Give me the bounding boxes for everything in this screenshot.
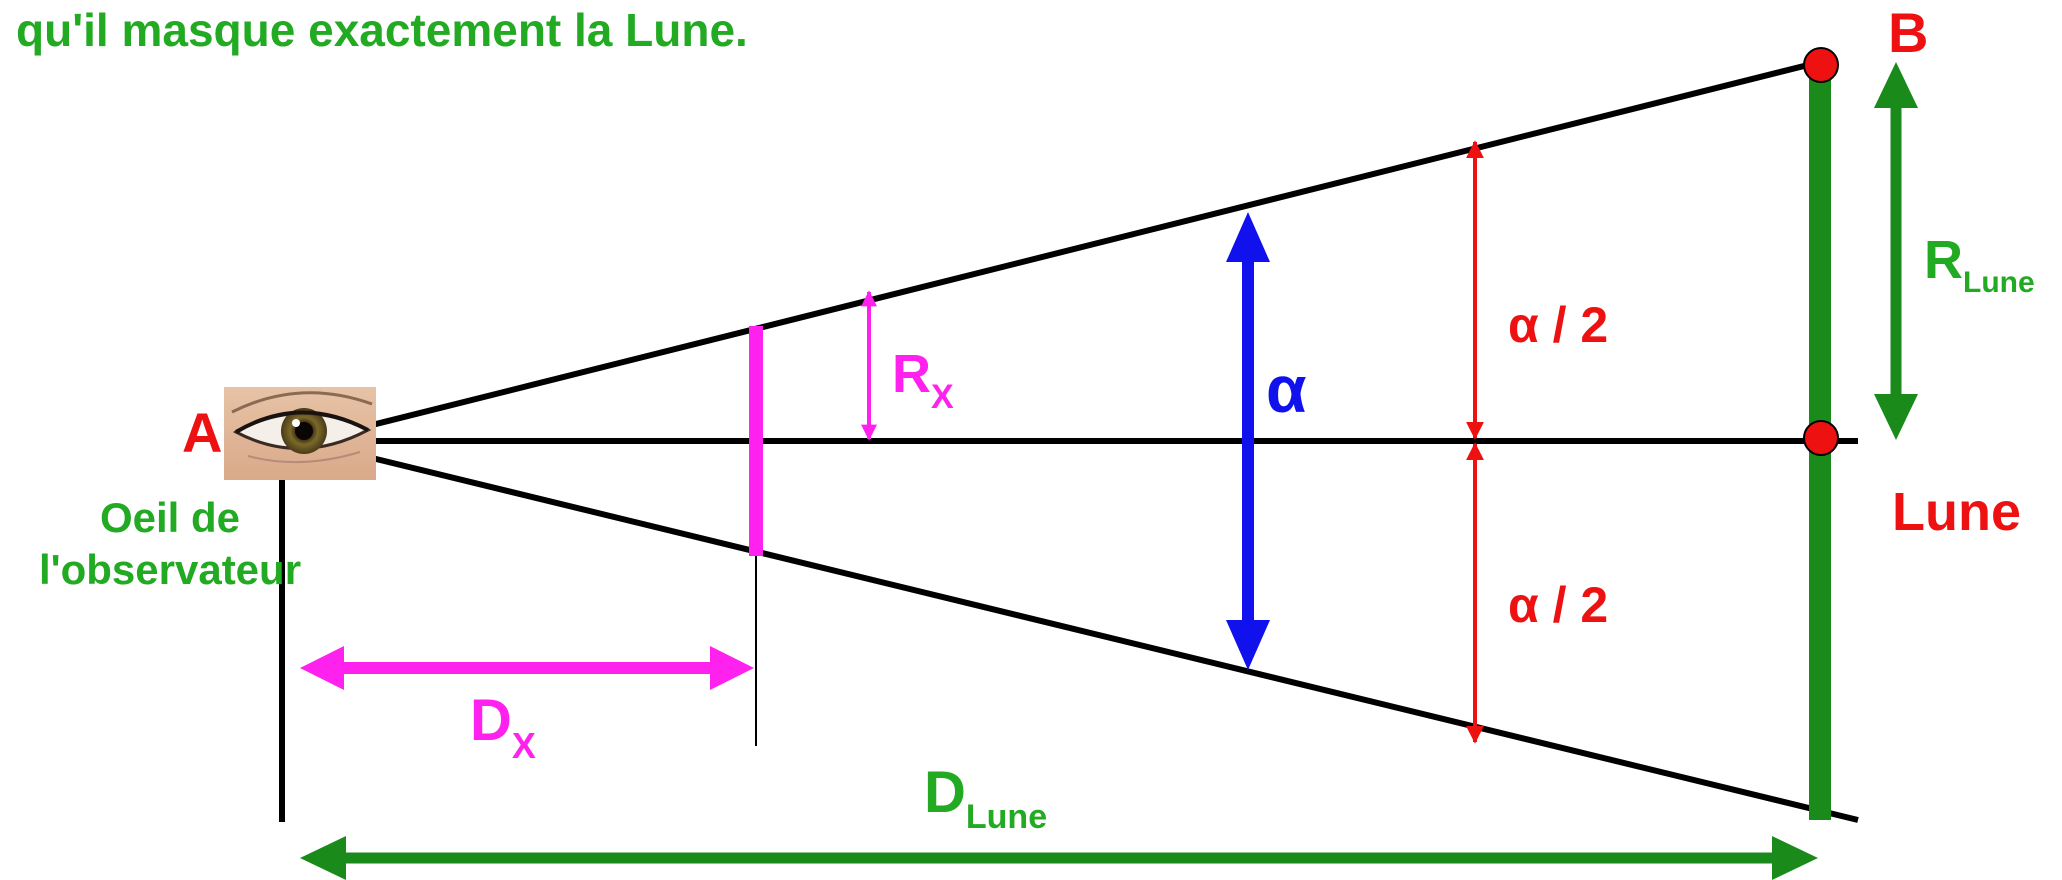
moon-center-marker bbox=[1803, 420, 1839, 456]
eye-icon bbox=[224, 387, 376, 480]
alpha-label: α bbox=[1266, 352, 1307, 426]
r-lune-label: RLune bbox=[1924, 230, 2035, 299]
point-b-marker bbox=[1803, 47, 1839, 83]
half-angle-top-label: α / 2 bbox=[1508, 297, 1608, 353]
cone-lower-line bbox=[371, 455, 1859, 823]
r-lune-arrowhead-bottom bbox=[1874, 394, 1918, 440]
observer-label-line1: Oeil de bbox=[100, 494, 240, 541]
d-x-arrowhead-right bbox=[710, 646, 754, 690]
alpha-arrowhead-top bbox=[1226, 212, 1270, 262]
point-a-label: A bbox=[182, 401, 222, 464]
moon-label: Lune bbox=[1892, 482, 2021, 542]
half-angle-bottom-label: α / 2 bbox=[1508, 577, 1608, 633]
point-b-label: B bbox=[1888, 1, 1928, 64]
caption: qu'il masque exactement la Lune. bbox=[16, 4, 748, 56]
d-lune-arrowhead-left bbox=[300, 836, 346, 880]
r-x-label: RX bbox=[892, 344, 954, 416]
d-lune-label: DLune bbox=[924, 760, 1047, 836]
observer-label-line2: l'observateur bbox=[39, 546, 301, 593]
d-x-arrowhead-left bbox=[300, 646, 344, 690]
cone-upper-line bbox=[371, 59, 1821, 428]
d-x-label: DX bbox=[470, 688, 536, 766]
alpha-arrowhead-bottom bbox=[1226, 620, 1270, 670]
r-lune-arrowhead-top bbox=[1874, 62, 1918, 108]
d-lune-arrowhead-right bbox=[1772, 836, 1818, 880]
